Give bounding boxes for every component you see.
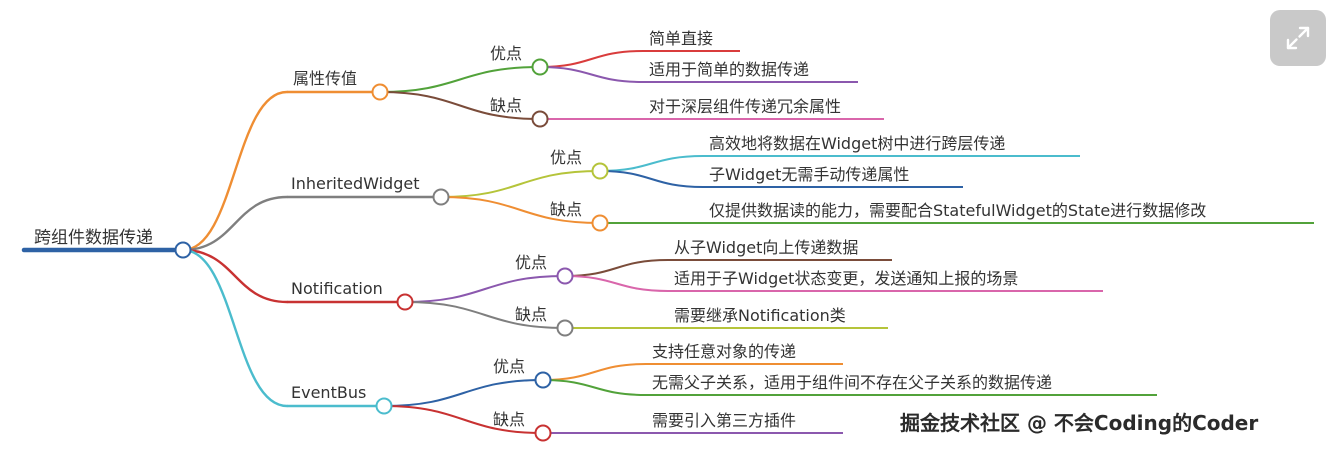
leaf-connector — [599, 155, 704, 172]
group-connector — [379, 91, 541, 120]
group-connector — [404, 275, 566, 303]
branch-collapse-toggle[interactable] — [432, 188, 450, 206]
watermark: 掘金技术社区 @ 不会Coding的Coder — [900, 411, 1259, 435]
group-label: 优点 — [490, 44, 522, 63]
group-label: 缺点 — [490, 96, 522, 115]
leaf-label: 需要引入第三方插件 — [652, 411, 796, 430]
branch-connector — [181, 195, 289, 252]
root-label: 跨组件数据传递 — [34, 228, 153, 248]
leaf-label: 适用于简单的数据传递 — [649, 60, 809, 79]
group-connector — [383, 379, 544, 407]
group-collapse-toggle[interactable] — [556, 267, 574, 285]
group-collapse-toggle[interactable] — [531, 110, 549, 128]
group-label: 缺点 — [515, 305, 547, 324]
branch-label: Notification — [291, 279, 383, 298]
group-collapse-toggle[interactable] — [534, 371, 552, 389]
leaf-label: 支持任意对象的传递 — [652, 342, 796, 361]
branch-collapse-toggle[interactable] — [371, 83, 389, 101]
group-connector — [404, 301, 566, 329]
branch-label: 属性传值 — [293, 69, 357, 88]
group-connector — [383, 405, 544, 434]
branch-connector — [181, 248, 289, 408]
group-label: 缺点 — [550, 200, 582, 219]
branch-connector — [181, 90, 289, 252]
branch-collapse-toggle[interactable] — [375, 397, 393, 415]
leaf-connector — [542, 363, 647, 381]
branch-label: EventBus — [291, 383, 366, 402]
group-connector — [440, 170, 601, 198]
branch-collapse-toggle[interactable] — [396, 293, 414, 311]
node-layer: 跨组件数据传递属性传值优点简单直接适用于简单的数据传递缺点对于深层组件传递冗余属… — [34, 29, 1206, 442]
leaf-label: 高效地将数据在Widget树中进行跨层传递 — [709, 134, 1005, 153]
group-collapse-toggle[interactable] — [534, 424, 552, 442]
leaf-connector — [564, 275, 669, 292]
group-collapse-toggle[interactable] — [591, 214, 609, 232]
leaf-label: 从子Widget向上传递数据 — [674, 238, 858, 257]
branch-connector — [181, 248, 289, 304]
leaf-connector — [564, 259, 669, 277]
group-label: 优点 — [493, 357, 525, 376]
leaf-label: 子Widget无需手动传递属性 — [709, 165, 909, 184]
connector-layer — [21, 50, 1314, 434]
group-collapse-toggle[interactable] — [531, 58, 549, 76]
expand-button[interactable] — [1270, 10, 1326, 66]
group-label: 优点 — [515, 253, 547, 272]
leaf-connector — [539, 66, 644, 83]
leaf-label: 仅提供数据读的能力，需要配合StatefulWidget的State进行数据修改 — [709, 201, 1206, 220]
leaf-label: 对于深层组件传递冗余属性 — [649, 97, 841, 116]
group-connector — [440, 196, 601, 224]
leaf-label: 需要继承Notification类 — [674, 306, 846, 325]
group-collapse-toggle[interactable] — [556, 319, 574, 337]
group-collapse-toggle[interactable] — [591, 162, 609, 180]
group-label: 缺点 — [493, 410, 525, 429]
group-label: 优点 — [550, 148, 582, 167]
group-connector — [379, 66, 541, 93]
leaf-label: 无需父子关系，适用于组件间不存在父子关系的数据传递 — [652, 373, 1052, 392]
leaf-connector — [542, 379, 647, 396]
leaf-label: 简单直接 — [649, 29, 713, 48]
branch-label: InheritedWidget — [291, 174, 419, 193]
root-collapse-toggle[interactable] — [174, 241, 192, 259]
expand-arrows-icon — [1286, 26, 1310, 50]
leaf-connector — [599, 170, 704, 188]
leaf-connector — [539, 50, 644, 68]
leaf-label: 适用于子Widget状态变更，发送通知上报的场景 — [674, 269, 1018, 288]
